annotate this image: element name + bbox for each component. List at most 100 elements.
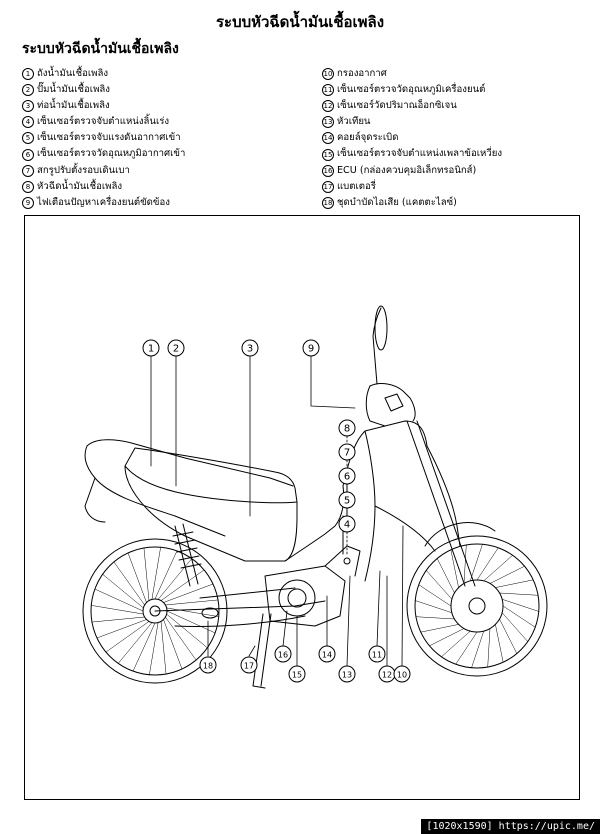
legend-label: ไฟเตือนปัญหาเครื่องยนต์ขัดข้อง	[37, 196, 170, 208]
spoke	[495, 579, 534, 588]
legend-label: ECU (กล่องควบคุมอิเล็กทรอนิกส์)	[337, 164, 477, 176]
legend-label: สกรูปรับตั้งรอบเดินเบา	[37, 164, 130, 176]
callout-circle	[338, 515, 356, 533]
callout-circle	[167, 339, 185, 357]
spoke	[160, 569, 205, 601]
spoke	[418, 584, 452, 607]
callout-circle	[338, 467, 356, 485]
legend-label: กรองอากาศ	[337, 68, 387, 79]
watermark-footer: [1020x1590] https://upic.me/	[421, 819, 600, 834]
rear-wheel	[82, 538, 228, 684]
spoke	[157, 558, 193, 600]
legend-number: 6	[22, 148, 34, 161]
callout-circle	[338, 419, 356, 437]
legend-number: 14	[322, 132, 334, 145]
spoke	[463, 544, 467, 584]
legend-number: 18	[322, 196, 334, 209]
callout-17: 17	[240, 656, 258, 674]
callout-circle	[318, 645, 336, 663]
legend-number: 13	[322, 116, 334, 129]
callout-circle	[302, 339, 320, 357]
callout-number: 17	[244, 662, 254, 671]
spoke	[425, 570, 453, 600]
callout-10: 10	[393, 665, 411, 683]
callout-5: 5	[338, 491, 356, 509]
legend-label: หัวเทียน	[337, 116, 371, 128]
callout-6: 6	[338, 467, 356, 485]
legend-label: ท่อน้ำมันเชื้อเพลิง	[37, 100, 110, 112]
legend-label: เซ็นเซอร์ตรวจวัดอุณหภูมิเครื่องยนต์	[337, 84, 486, 96]
spoke	[91, 616, 145, 623]
legend-number: 9	[22, 196, 34, 209]
spoke	[450, 549, 459, 588]
spoke	[489, 565, 525, 584]
legend-label: ชุดบำบัดไอเสีย (แคตตะไลซ์)	[337, 196, 457, 208]
callout-circle	[368, 645, 386, 663]
callout-number: 2	[173, 344, 179, 355]
legend-label: ถังน้ำมันเชื้อเพลิง	[37, 68, 109, 79]
spoke	[90, 605, 144, 615]
callout-circle	[393, 665, 411, 683]
spoke	[499, 592, 539, 596]
legend-label: เซ็นเซอร์วัดปริมาณอ็อกซิเจน	[337, 100, 457, 112]
callout-7: 7	[338, 443, 356, 461]
spoke	[495, 624, 504, 663]
callout-number: 6	[344, 472, 350, 483]
callout-15: 15	[288, 665, 306, 683]
legend-number: 4	[22, 116, 34, 129]
spoke	[476, 547, 499, 581]
spoke	[502, 605, 536, 628]
spoke	[149, 622, 159, 676]
callout-12: 12	[378, 665, 396, 683]
spoke	[420, 624, 459, 633]
legend-label: หัวฉีดน้ำมันเชื้อเพลิง	[37, 180, 123, 192]
callout-number: 11	[372, 651, 382, 660]
spoke	[487, 628, 491, 668]
spoke	[143, 547, 150, 601]
spoke	[117, 622, 153, 664]
callout-number: 3	[247, 344, 253, 355]
callout-number: 16	[278, 651, 288, 660]
spoke	[471, 630, 484, 669]
legend-number: 16	[322, 164, 334, 177]
callout-circle	[338, 665, 356, 683]
spoke	[154, 550, 178, 600]
callout-4: 4	[338, 515, 356, 533]
callout-number: 7	[344, 448, 350, 459]
spoke	[165, 616, 197, 661]
legend-label: ปั๊มน้ำมันเชื้อเพลิง	[37, 84, 110, 96]
legend-number: 12	[322, 100, 334, 113]
callout-13: 13	[338, 665, 356, 683]
callout-number: 18	[203, 662, 213, 671]
callout-8: 8	[338, 419, 356, 437]
callout-circle	[142, 339, 160, 357]
callout-11: 11	[368, 645, 386, 663]
spoke	[436, 558, 455, 594]
callout-number: 9	[308, 344, 314, 355]
callout-number: 15	[292, 671, 302, 680]
spoke	[415, 616, 455, 620]
legend-number: 3	[22, 100, 34, 113]
callout-circle	[274, 645, 292, 663]
callout-circle	[240, 656, 258, 674]
callout-9: 9	[302, 339, 320, 357]
legend-number: 17	[322, 180, 334, 193]
legend-label: คอยล์จุดระเบิด	[337, 132, 399, 144]
callout-number: 13	[342, 671, 352, 680]
callout-number: 4	[344, 520, 350, 531]
legend-number: 15	[322, 148, 334, 161]
spoke	[163, 583, 214, 603]
legend-number: 7	[22, 164, 34, 177]
